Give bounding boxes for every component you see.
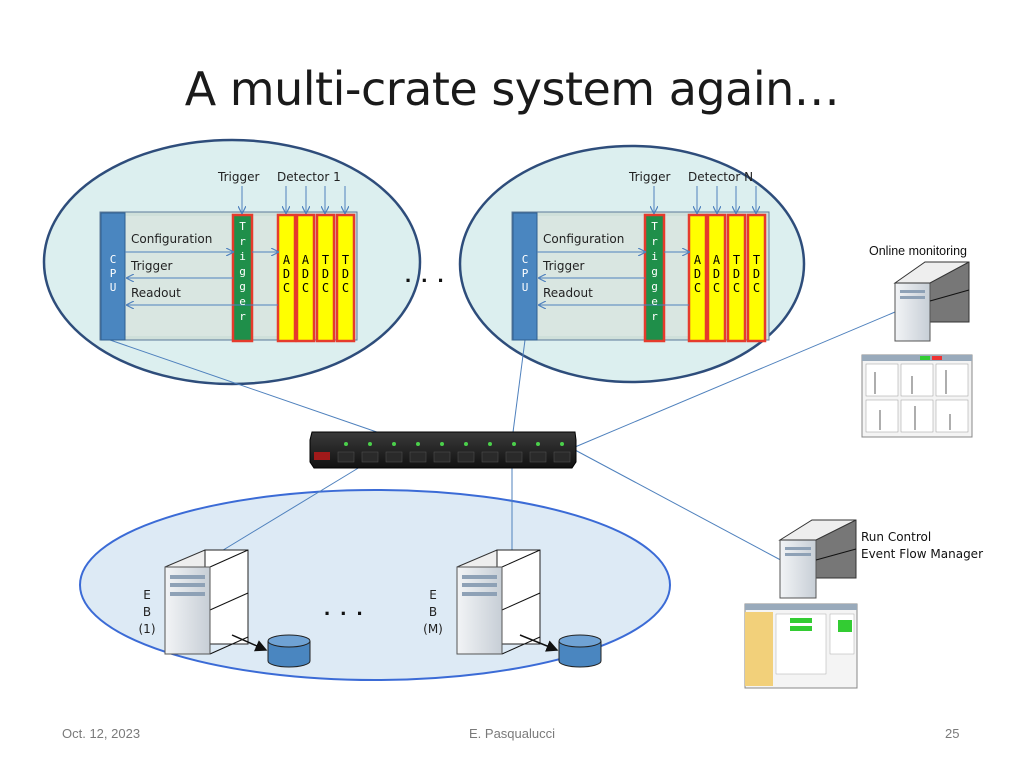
slide-title: A multi-crate system again… bbox=[184, 62, 840, 116]
crate-n-module-3 bbox=[726, 213, 747, 343]
run-control-label: Run Control Event Flow Manager bbox=[861, 530, 983, 561]
crate-1-cpu-module bbox=[100, 212, 126, 341]
run-control-server bbox=[778, 519, 857, 599]
crate-1-module-2 bbox=[295, 213, 316, 343]
crate-1-trigger-row-label: Trigger bbox=[131, 259, 173, 273]
crate-1-trigger-input-label: Trigger bbox=[218, 170, 260, 184]
crate-1-module-1 bbox=[276, 213, 297, 343]
crate-1-trigger-module-label: T r i g g e r bbox=[239, 220, 246, 323]
event-builder-1-label: E B (1) bbox=[138, 588, 156, 636]
event-builder-ellipsis: . . . bbox=[324, 595, 365, 620]
footer-page-number: 25 bbox=[945, 726, 960, 741]
footer-author: E. Pasqualucci bbox=[469, 726, 555, 741]
run-control-gui-screenshot bbox=[744, 603, 858, 689]
network-switch bbox=[309, 431, 577, 469]
crate-n-cpu-label: C P U bbox=[521, 253, 529, 294]
crate-1-detector-label: Detector 1 bbox=[277, 170, 341, 184]
crate-1-cpu-label: C P U bbox=[109, 253, 117, 294]
crate-n-cpu-module bbox=[512, 212, 538, 341]
crate-n-trigger-input-label: Trigger bbox=[629, 170, 671, 184]
event-builder-m-label: E B (M) bbox=[423, 588, 443, 636]
monitoring-histograms-screenshot bbox=[861, 354, 973, 438]
crate-n-trigger-module-label: T r i g g e r bbox=[651, 220, 658, 323]
crate-1-readout-label: Readout bbox=[131, 286, 181, 300]
event-builder-1-server bbox=[164, 549, 311, 668]
crate-ellipsis: . . . bbox=[405, 262, 446, 287]
crate-n-module-4 bbox=[746, 213, 767, 343]
crate-n-configuration-label: Configuration bbox=[543, 232, 625, 246]
crate-n-chassis bbox=[511, 186, 770, 343]
network-links bbox=[109, 311, 896, 566]
event-builder-m-server bbox=[456, 549, 602, 668]
crate-n-trigger-row-label: Trigger bbox=[543, 259, 585, 273]
crate-1-module-3 bbox=[315, 213, 336, 343]
crate-n-detector-label: Detector N bbox=[688, 170, 754, 184]
footer-date: Oct. 12, 2023 bbox=[62, 726, 141, 741]
crate-1-chassis bbox=[99, 186, 358, 343]
online-monitoring-server bbox=[893, 261, 970, 342]
online-monitoring-label: Online monitoring bbox=[869, 244, 967, 258]
crate-n-module-2 bbox=[706, 213, 727, 343]
crate-n-module-1 bbox=[687, 213, 708, 343]
crate-1-configuration-label: Configuration bbox=[131, 232, 213, 246]
crate-1-module-4 bbox=[335, 213, 356, 343]
crate-n-readout-label: Readout bbox=[543, 286, 593, 300]
